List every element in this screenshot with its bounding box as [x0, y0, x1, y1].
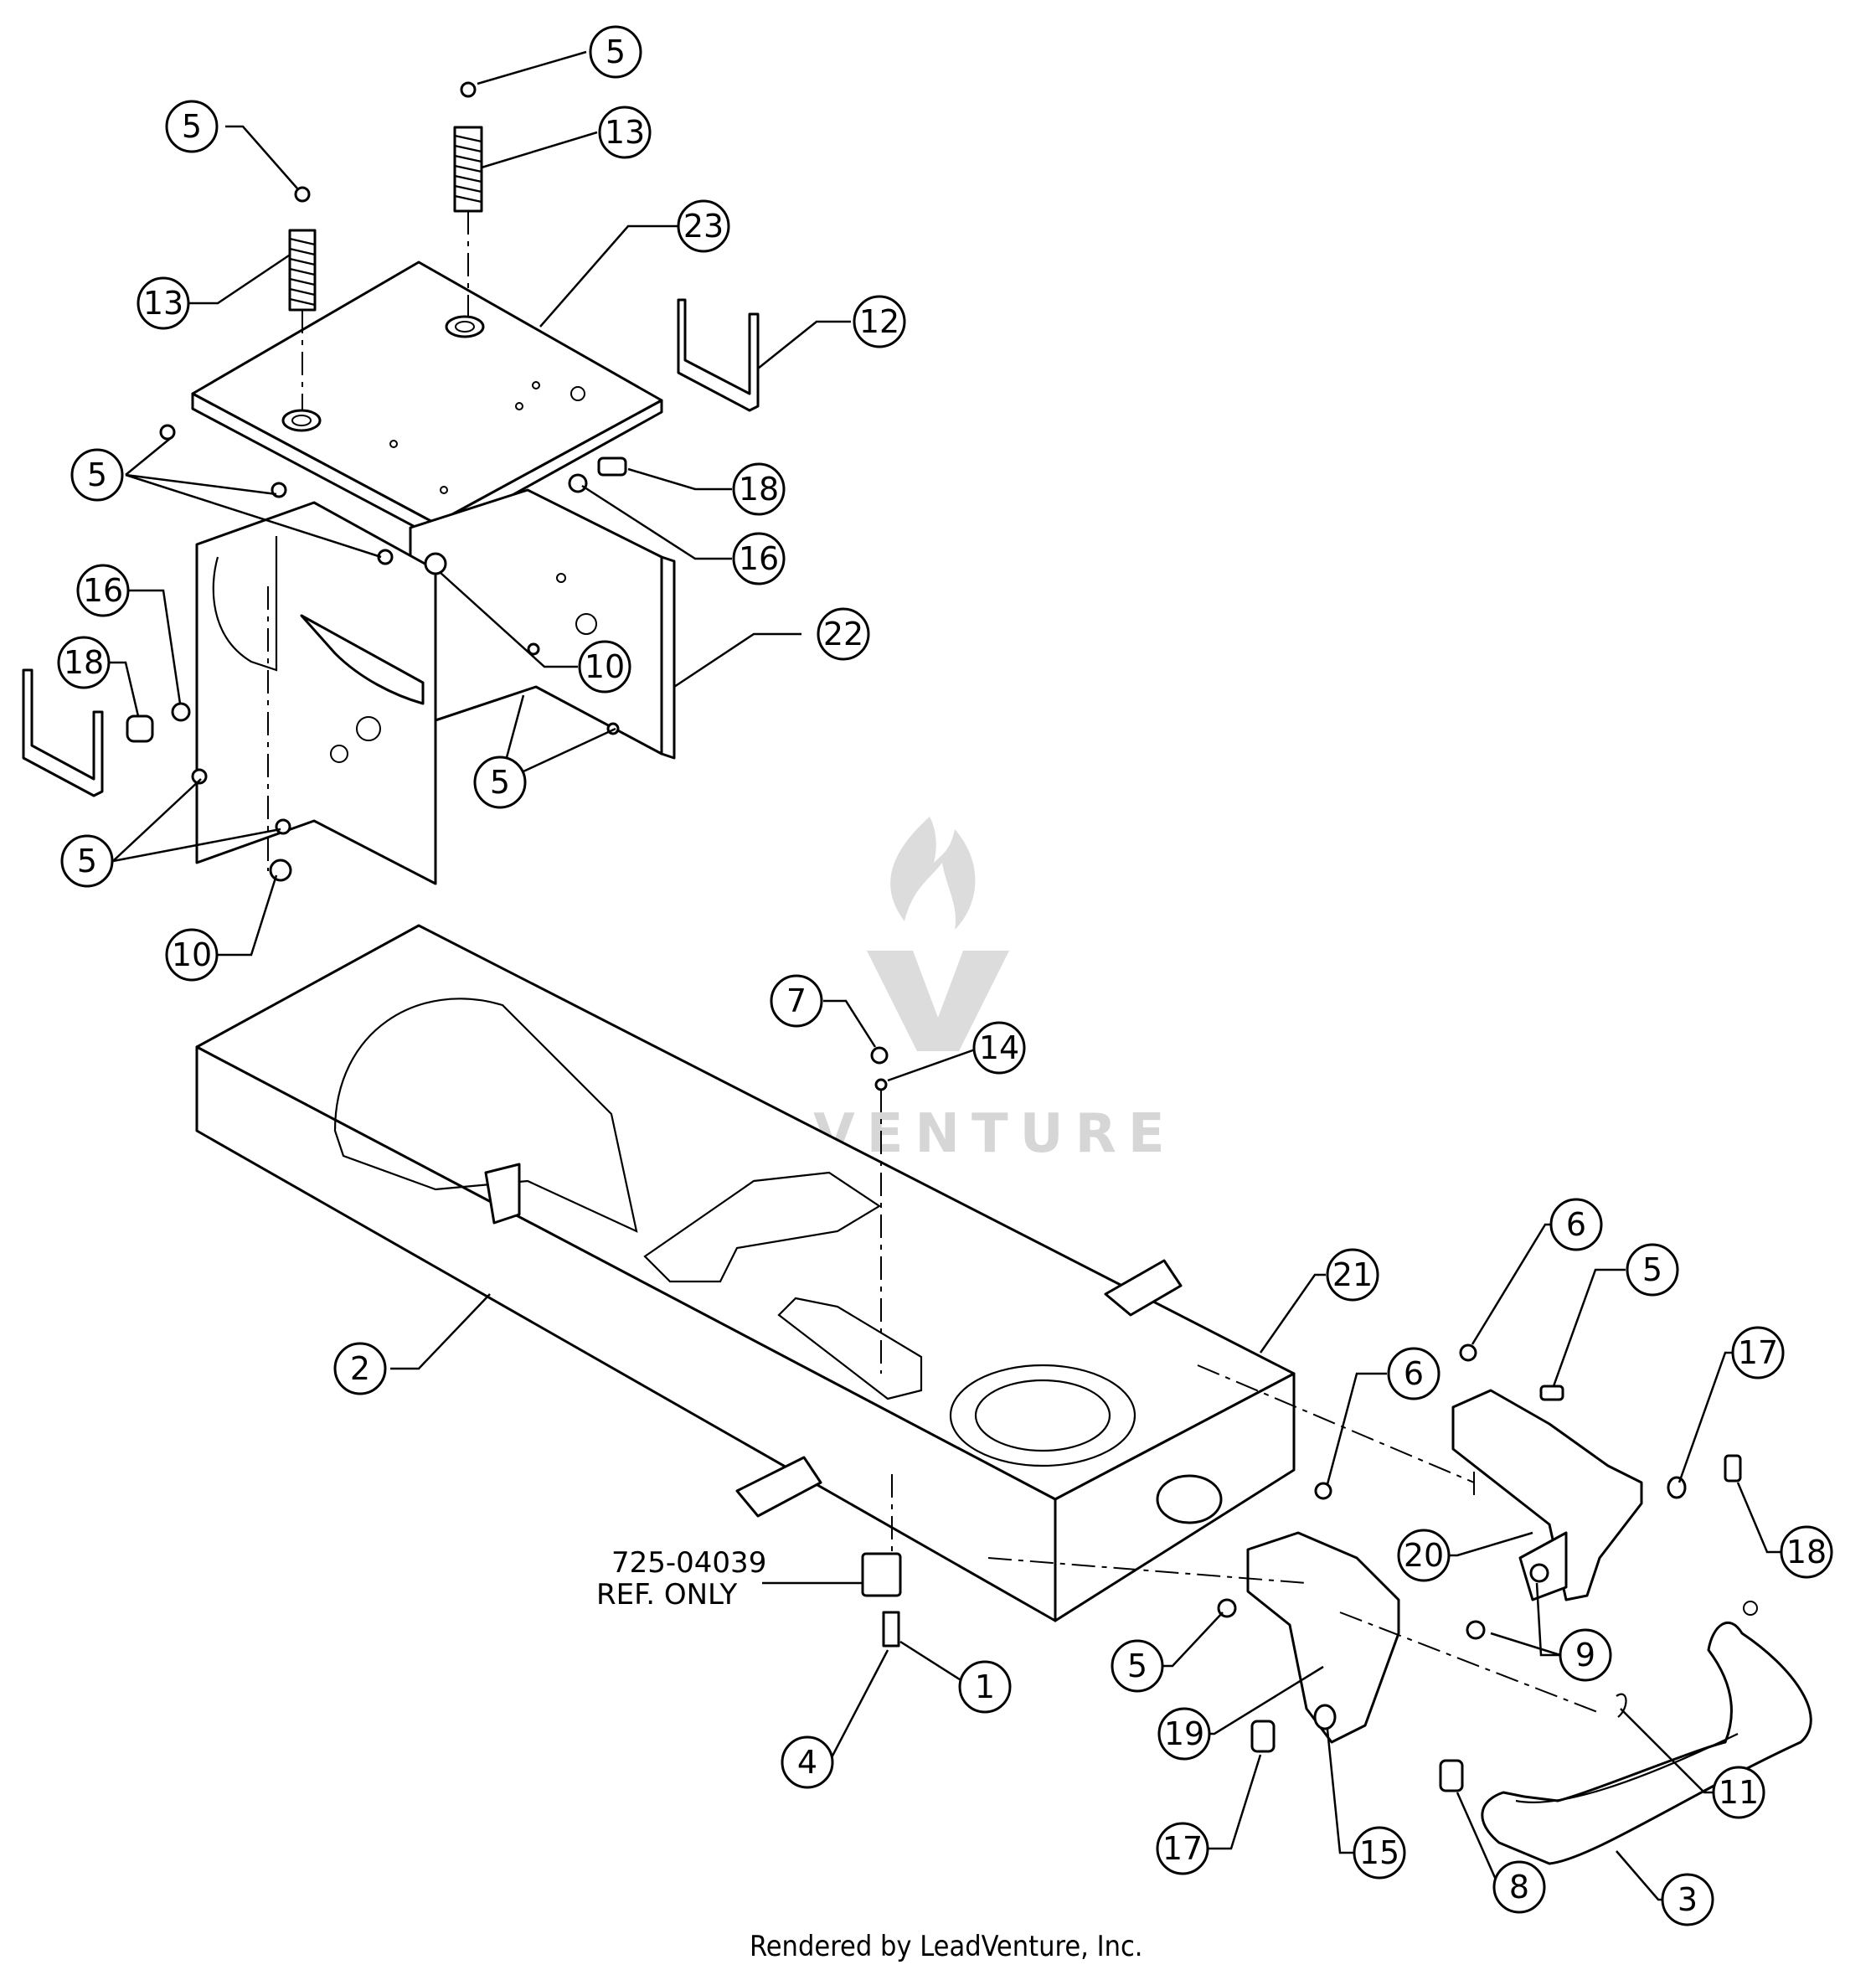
svg-text:5: 5 — [1127, 1648, 1147, 1684]
svg-text:11: 11 — [1719, 1774, 1759, 1811]
callout-19[interactable]: 19 — [1157, 1707, 1211, 1761]
reference-note: REF. ONLY — [596, 1578, 737, 1612]
front-bumper — [1481, 1601, 1812, 1865]
callout-5[interactable]: 5 — [589, 25, 642, 79]
callout-20[interactable]: 20 — [1397, 1529, 1451, 1582]
svg-text:5: 5 — [1642, 1251, 1662, 1288]
svg-text:5: 5 — [606, 34, 626, 70]
callout-6[interactable]: 6 — [1549, 1198, 1603, 1251]
svg-text:13: 13 — [605, 114, 645, 151]
seat-plate — [191, 260, 663, 539]
svg-text:18: 18 — [1786, 1534, 1827, 1570]
callout-11[interactable]: 11 — [1712, 1766, 1765, 1819]
svg-text:20: 20 — [1404, 1537, 1444, 1574]
svg-text:10: 10 — [172, 936, 212, 973]
svg-text:18: 18 — [739, 471, 779, 508]
callout-5[interactable]: 5 — [473, 756, 527, 809]
svg-text:17: 17 — [1162, 1830, 1203, 1867]
svg-text:15: 15 — [1359, 1834, 1399, 1871]
svg-text:14: 14 — [979, 1029, 1019, 1066]
callout-9[interactable]: 9 — [1559, 1628, 1612, 1682]
callout-7[interactable]: 7 — [770, 974, 823, 1028]
callout-3[interactable]: 3 — [1661, 1873, 1714, 1926]
callout-21[interactable]: 21 — [1326, 1248, 1379, 1302]
svg-text:17: 17 — [1738, 1334, 1778, 1371]
spring-right — [453, 126, 483, 213]
callout-14[interactable]: 14 — [972, 1021, 1026, 1075]
svg-text:5: 5 — [182, 108, 202, 145]
callout-5[interactable]: 5 — [1111, 1639, 1164, 1693]
svg-text:16: 16 — [739, 540, 779, 577]
svg-text:5: 5 — [490, 764, 510, 801]
svg-text:22: 22 — [823, 616, 863, 652]
seat-support-left — [195, 501, 437, 885]
callout-1[interactable]: 1 — [958, 1660, 1012, 1714]
flame-logo-icon — [890, 817, 976, 930]
callout-5[interactable]: 5 — [60, 834, 114, 888]
svg-text:3: 3 — [1678, 1881, 1698, 1918]
callout-15[interactable]: 15 — [1353, 1826, 1406, 1880]
callout-12[interactable]: 12 — [853, 295, 906, 348]
callout-5[interactable]: 5 — [165, 100, 219, 153]
svg-text:6: 6 — [1404, 1355, 1424, 1392]
svg-text:6: 6 — [1566, 1206, 1586, 1243]
svg-text:5: 5 — [87, 456, 107, 493]
svg-text:8: 8 — [1509, 1869, 1529, 1906]
callout-13[interactable]: 13 — [598, 106, 652, 159]
svg-text:12: 12 — [859, 303, 899, 340]
callout-2[interactable]: 2 — [333, 1342, 387, 1395]
svg-text:16: 16 — [83, 572, 123, 609]
reference-part-number: 725-04039 — [611, 1546, 766, 1580]
callout-6[interactable]: 6 — [1387, 1347, 1440, 1400]
callout-17[interactable]: 17 — [1156, 1822, 1209, 1875]
callout-16[interactable]: 16 — [76, 564, 130, 617]
hardware-lower — [861, 1046, 902, 1648]
hardware-front — [1217, 1343, 1742, 1792]
svg-text:10: 10 — [585, 648, 625, 685]
callout-4[interactable]: 4 — [781, 1735, 834, 1789]
svg-text:23: 23 — [683, 208, 724, 245]
front-bracket-left — [1246, 1531, 1400, 1744]
svg-text:5: 5 — [77, 843, 97, 879]
callout-18[interactable]: 18 — [1780, 1525, 1833, 1579]
callout-13[interactable]: 13 — [137, 276, 190, 330]
svg-text:7: 7 — [786, 982, 807, 1019]
svg-text:21: 21 — [1332, 1256, 1373, 1293]
callout-22[interactable]: 22 — [817, 607, 870, 661]
svg-text:19: 19 — [1164, 1715, 1204, 1752]
svg-text:18: 18 — [64, 644, 104, 681]
svg-text:2: 2 — [350, 1350, 370, 1387]
seat-bracket-right — [677, 298, 760, 412]
spring-left — [288, 229, 317, 312]
credit-text: Rendered by LeadVenture, Inc. — [750, 1930, 1143, 1963]
callout-10[interactable]: 10 — [578, 640, 631, 694]
callout-16[interactable]: 16 — [732, 532, 786, 585]
v-logo-icon — [867, 951, 1009, 1051]
callout-17[interactable]: 17 — [1731, 1326, 1785, 1380]
svg-text:4: 4 — [797, 1744, 817, 1781]
callout-23[interactable]: 23 — [677, 199, 730, 253]
seat-bracket-left — [22, 668, 104, 797]
callout-18[interactable]: 18 — [57, 636, 111, 689]
front-bracket-right — [1451, 1389, 1643, 1601]
svg-text:13: 13 — [143, 285, 183, 322]
callout-5[interactable]: 5 — [1626, 1243, 1679, 1297]
callout-18[interactable]: 18 — [732, 462, 786, 516]
seat-support — [409, 488, 676, 760]
svg-text:9: 9 — [1575, 1637, 1595, 1673]
callout-8[interactable]: 8 — [1492, 1860, 1546, 1914]
main-frame — [195, 924, 1296, 1622]
hardware-upper — [126, 81, 627, 882]
callout-5[interactable]: 5 — [70, 448, 124, 502]
svg-text:1: 1 — [975, 1668, 995, 1705]
callout-10[interactable]: 10 — [165, 928, 219, 982]
